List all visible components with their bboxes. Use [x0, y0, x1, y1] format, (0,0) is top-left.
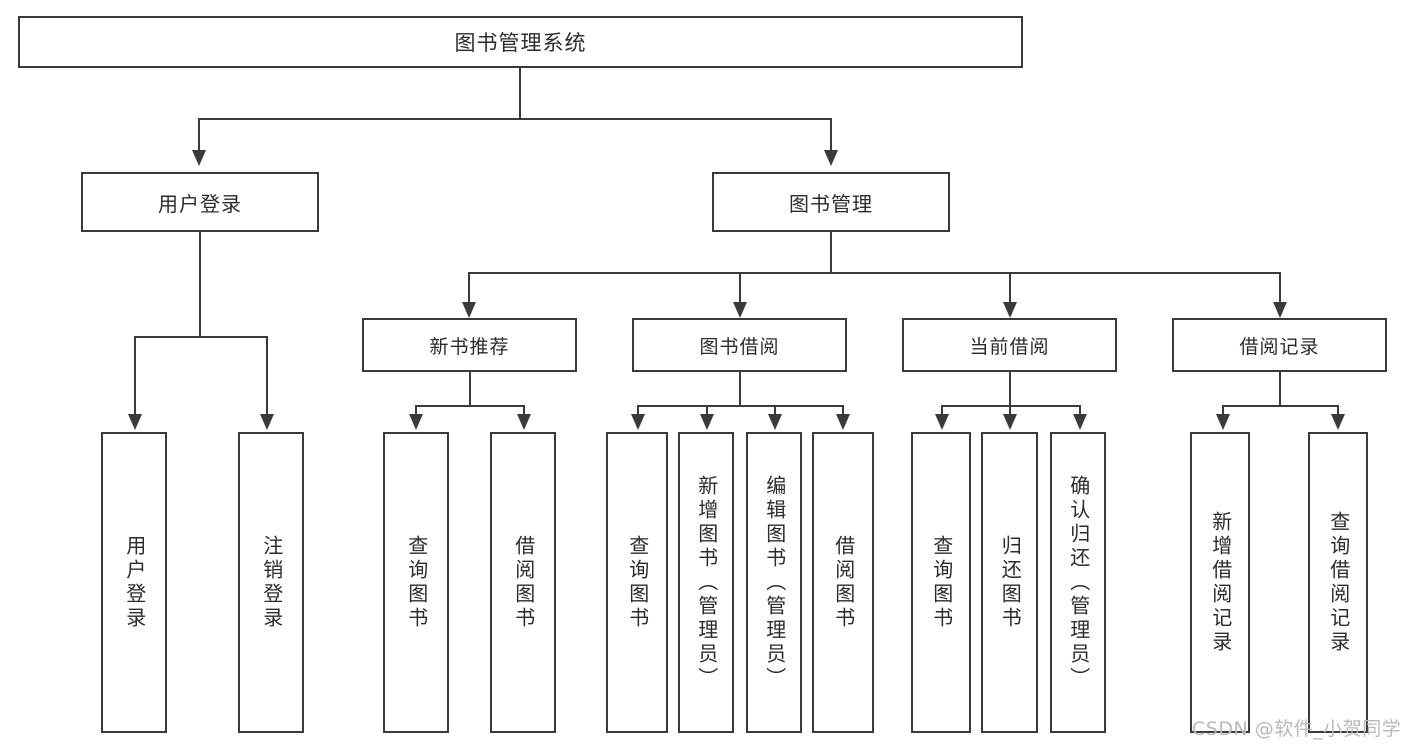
leaf-book-borrow-edit-book[interactable]: 编辑图书（管理员）: [746, 432, 802, 733]
node-label: 当前借阅: [969, 335, 1050, 358]
connector-current-borrow-drop-2: [1009, 405, 1011, 416]
connector-book-manage-drop-2: [739, 272, 741, 304]
arrowhead-user-login-leaf-2: [260, 414, 274, 430]
connector-book-manage-drop-1: [468, 272, 470, 304]
node-user-login[interactable]: 用户登录: [81, 172, 319, 232]
connector-new-book-bar: [415, 405, 525, 407]
arrowhead-current-borrow-leaf-2: [1003, 414, 1017, 430]
leaf-user-login-logout[interactable]: 注销登录: [238, 432, 304, 733]
connector-book-manage-drop-3: [1009, 272, 1011, 304]
arrowhead-root-to-user-login: [192, 150, 206, 166]
connector-user-login-bar: [134, 336, 267, 338]
leaf-book-borrow-query-book[interactable]: 查询图书: [606, 432, 668, 733]
connector-book-borrow-drop-3: [774, 405, 776, 416]
connector-book-borrow-stem: [739, 372, 741, 405]
connector-new-book-drop-1: [415, 405, 417, 416]
leaf-label: 新增借阅记录: [1208, 510, 1233, 655]
leaf-label: 新增图书（管理员）: [694, 474, 719, 691]
leaf-label: 查询借阅记录: [1326, 510, 1351, 655]
arrowhead-book-manage-to-book-borrow: [733, 302, 747, 318]
leaf-current-borrow-return-book[interactable]: 归还图书: [981, 432, 1038, 733]
node-new-book-recommend[interactable]: 新书推荐: [362, 318, 577, 372]
leaf-label: 编辑图书（管理员）: [762, 474, 787, 691]
arrowhead-current-borrow-leaf-3: [1073, 414, 1087, 430]
leaf-label: 用户登录: [122, 534, 147, 631]
node-book-manage[interactable]: 图书管理: [712, 172, 950, 232]
connector-book-manage-stem: [830, 232, 832, 272]
leaf-label: 查询图书: [625, 534, 650, 631]
node-borrow-record[interactable]: 借阅记录: [1172, 318, 1387, 372]
connector-book-borrow-bar: [637, 405, 844, 407]
connector-borrow-record-stem: [1279, 372, 1281, 405]
arrowhead-book-borrow-leaf-1: [631, 414, 645, 430]
connector-root-stem: [519, 68, 521, 118]
connector-root-drop-2: [830, 118, 832, 152]
arrowhead-current-borrow-leaf-1: [935, 414, 949, 430]
connector-current-borrow-stem: [1009, 372, 1011, 405]
connector-current-borrow-drop-3: [1079, 405, 1081, 416]
node-label: 图书管理: [789, 191, 873, 216]
node-label: 用户登录: [158, 191, 242, 216]
leaf-borrow-record-query-record[interactable]: 查询借阅记录: [1308, 432, 1368, 733]
connector-root-bar: [198, 118, 831, 120]
leaf-label: 归还图书: [998, 534, 1023, 631]
leaf-book-borrow-add-book[interactable]: 新增图书（管理员）: [678, 432, 734, 733]
arrowhead-new-book-leaf-1: [409, 414, 423, 430]
node-current-borrow[interactable]: 当前借阅: [902, 318, 1117, 372]
connector-new-book-drop-2: [523, 405, 525, 416]
arrowhead-user-login-leaf-1: [128, 414, 142, 430]
leaf-current-borrow-query-book[interactable]: 查询图书: [911, 432, 971, 733]
arrowhead-book-manage-to-current-borrow: [1003, 302, 1017, 318]
arrowhead-book-manage-to-new-book: [462, 302, 476, 318]
leaf-label: 查询图书: [404, 534, 429, 631]
arrowhead-book-borrow-leaf-2: [700, 414, 714, 430]
connector-borrow-record-drop-2: [1337, 405, 1339, 416]
leaf-new-book-borrow-book[interactable]: 借阅图书: [490, 432, 556, 733]
leaf-label: 借阅图书: [511, 534, 536, 631]
connector-book-manage-drop-4: [1279, 272, 1281, 304]
leaf-label: 确认归还（管理员）: [1066, 474, 1091, 691]
connector-borrow-record-drop-1: [1222, 405, 1224, 416]
connector-current-borrow-drop-1: [941, 405, 943, 416]
node-label: 图书管理系统: [454, 31, 587, 55]
leaf-user-login-login[interactable]: 用户登录: [101, 432, 167, 733]
leaf-new-book-query-book[interactable]: 查询图书: [383, 432, 449, 733]
leaf-current-borrow-confirm-return[interactable]: 确认归还（管理员）: [1050, 432, 1106, 733]
arrowhead-book-manage-to-borrow-record: [1273, 302, 1287, 318]
arrowhead-new-book-leaf-2: [517, 414, 531, 430]
arrowhead-root-to-book-manage: [824, 150, 838, 166]
node-root-system[interactable]: 图书管理系统: [18, 16, 1023, 68]
leaf-book-borrow-borrow-book[interactable]: 借阅图书: [812, 432, 874, 733]
arrowhead-book-borrow-leaf-4: [836, 414, 850, 430]
leaf-label: 借阅图书: [831, 534, 856, 631]
leaf-borrow-record-add-record[interactable]: 新增借阅记录: [1190, 432, 1250, 733]
connector-user-login-stem: [199, 232, 201, 336]
arrowhead-borrow-record-leaf-2: [1331, 414, 1345, 430]
connector-root-drop-1: [198, 118, 200, 152]
connector-book-borrow-drop-1: [637, 405, 639, 416]
connector-new-book-stem: [469, 372, 471, 405]
leaf-label: 查询图书: [929, 534, 954, 631]
connector-book-borrow-drop-2: [706, 405, 708, 416]
connector-current-borrow-bar: [941, 405, 1081, 407]
connector-book-borrow-drop-4: [842, 405, 844, 416]
node-book-borrow[interactable]: 图书借阅: [632, 318, 847, 372]
node-label: 借阅记录: [1239, 335, 1320, 358]
node-label: 图书借阅: [699, 335, 780, 358]
csdn-watermark: CSDN @软件_小贺同学: [1192, 718, 1402, 740]
connector-user-login-drop-2: [266, 336, 268, 416]
arrowhead-borrow-record-leaf-1: [1216, 414, 1230, 430]
node-label: 新书推荐: [429, 335, 510, 358]
leaf-label: 注销登录: [259, 534, 284, 631]
connector-user-login-drop-1: [134, 336, 136, 416]
connector-book-manage-bar: [468, 272, 1280, 274]
connector-borrow-record-bar: [1222, 405, 1339, 407]
arrowhead-book-borrow-leaf-3: [768, 414, 782, 430]
